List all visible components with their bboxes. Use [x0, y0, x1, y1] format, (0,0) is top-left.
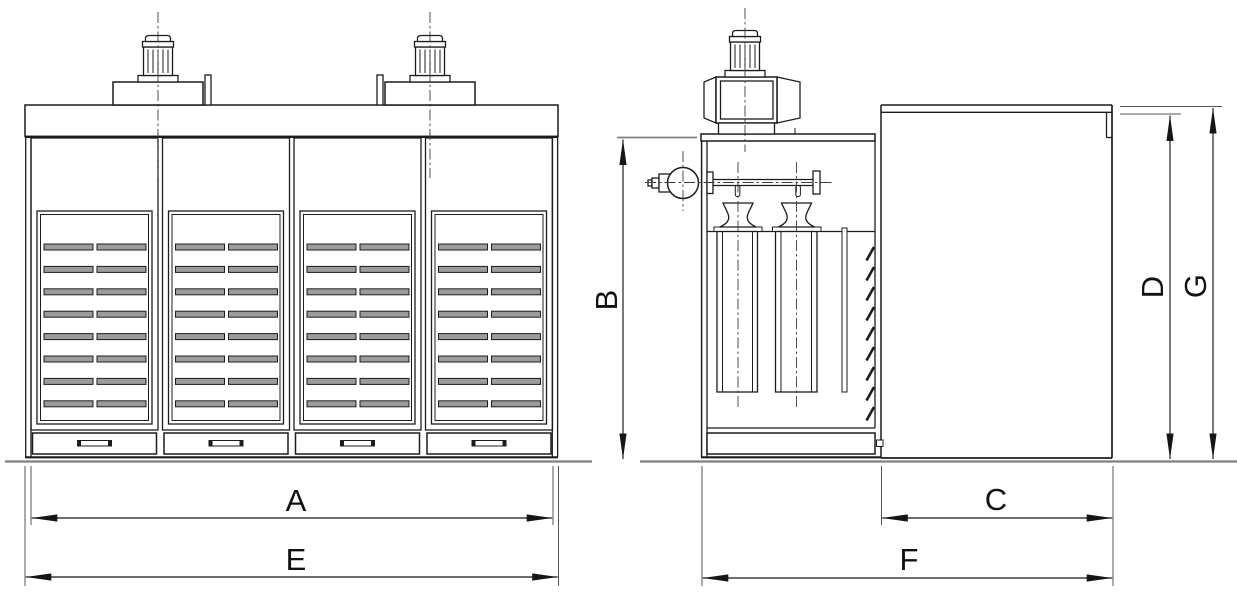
shaft-nut — [651, 177, 660, 189]
top-plenum-band — [24, 104, 559, 138]
door-latch-knob — [876, 439, 884, 447]
fan-base-tab — [204, 74, 212, 106]
door-panel-2 — [163, 138, 290, 454]
door-section — [876, 104, 1113, 459]
dimension-d: D — [1120, 113, 1181, 459]
dimension-f: F — [701, 466, 1113, 586]
dimension-b-label: B — [589, 290, 624, 311]
side-view — [645, 8, 1113, 459]
side-centerlines — [645, 8, 833, 408]
side-drawer — [706, 432, 876, 455]
housing-flap-right — [776, 76, 801, 124]
fan-base-tab — [376, 74, 384, 106]
housing-flap-left — [703, 76, 717, 124]
partition-strip — [841, 227, 848, 393]
fan-pedestal — [717, 122, 776, 135]
dimension-d-label: D — [1135, 276, 1170, 298]
dimension-f-label: F — [900, 542, 919, 577]
louver-hatching — [865, 246, 876, 422]
dimension-c-label: C — [985, 482, 1007, 517]
door-panel-1 — [31, 138, 158, 454]
shaft-assembly — [647, 166, 821, 200]
door-panel-4 — [426, 138, 553, 454]
roof-fan-motor-2 — [376, 12, 476, 178]
dimension-e: E — [24, 466, 559, 586]
fan-housing — [715, 76, 778, 124]
dimension-e-label: E — [286, 542, 307, 577]
dimension-a: A — [30, 466, 554, 525]
filter-cartridge-1 — [716, 230, 759, 393]
dimension-c: C — [881, 466, 1114, 586]
dimension-b: B — [589, 136, 697, 459]
dimension-g: G — [1120, 106, 1222, 459]
side-roof-fan — [703, 29, 801, 135]
roof-fan-motor-1 — [112, 12, 212, 178]
dimension-g-label: G — [1178, 274, 1213, 298]
front-view — [24, 12, 559, 459]
chamber-top-plate — [700, 133, 876, 142]
door-panel-3 — [294, 138, 421, 454]
dimension-a-label: A — [286, 483, 307, 518]
